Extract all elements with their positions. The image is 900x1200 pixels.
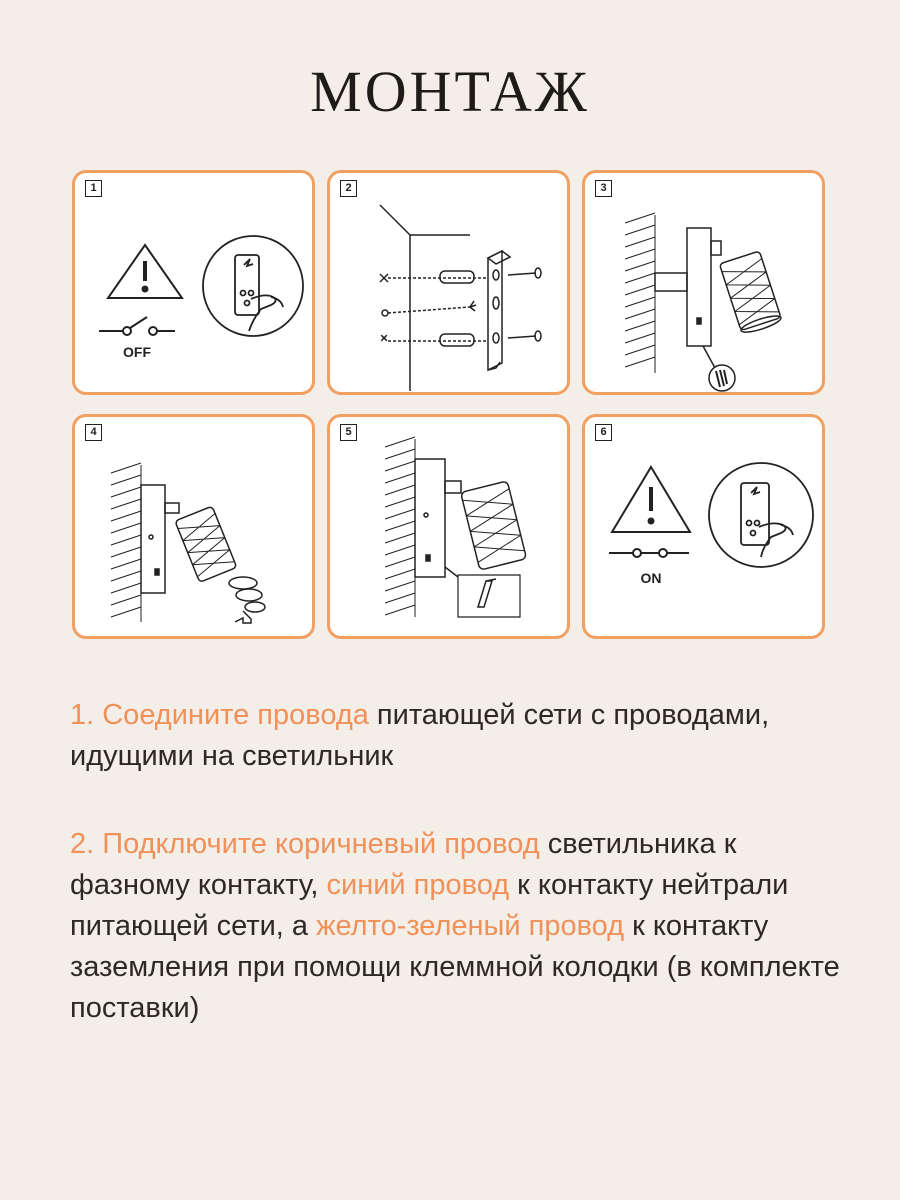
power-off-illustration: OFF bbox=[99, 235, 304, 360]
step-2-highlight-brown: 2. Подключите коричневый провод bbox=[70, 828, 540, 860]
step-1-text: питающей сети с проводами, идущими на св… bbox=[70, 699, 770, 772]
switch-on-label: ON bbox=[641, 570, 662, 586]
step-2-highlight-yellow-green: желто-зеленый провод bbox=[316, 910, 625, 942]
page-title: МОНТАЖ bbox=[310, 59, 590, 124]
screw-icon bbox=[507, 267, 542, 342]
step-2-text-c: к контакту заземления при помощи клеммно… bbox=[70, 910, 840, 1024]
switch-off-label: OFF bbox=[123, 344, 151, 360]
switch-off-icon bbox=[99, 316, 175, 336]
mounting-illustration bbox=[379, 204, 542, 391]
step-panel-2: 2 bbox=[327, 170, 570, 395]
panel-number: 5 bbox=[340, 424, 357, 441]
panel-number: 3 bbox=[595, 180, 612, 197]
step-panel-4: 4 bbox=[72, 414, 315, 639]
cross-mark-icon bbox=[379, 273, 389, 342]
panel-number: 4 bbox=[85, 424, 102, 441]
step-2-highlight-blue: синий провод bbox=[326, 869, 510, 901]
lamp-icon bbox=[460, 481, 527, 570]
wall-hatch bbox=[384, 436, 416, 617]
lamp-assembly-illustration bbox=[110, 462, 266, 624]
wall-hatch bbox=[110, 462, 142, 622]
hand-icon bbox=[708, 462, 814, 568]
dowel-icon bbox=[439, 270, 475, 347]
hand-icon bbox=[202, 235, 304, 337]
step-panel-6: 6 ON bbox=[582, 414, 825, 639]
fixture-mount-illustration bbox=[624, 212, 782, 392]
step-2-text-b: к контакту нейтрали питающей сети, а bbox=[70, 869, 789, 942]
step-panel-5: 5 bbox=[327, 414, 570, 639]
arrow-icon bbox=[234, 610, 252, 624]
panel-number: 6 bbox=[595, 424, 612, 441]
wall-hatch bbox=[624, 212, 656, 373]
wall-plate-icon bbox=[486, 249, 512, 372]
step-2-text-a: светильника к фазному контакту, bbox=[70, 828, 737, 901]
power-on-illustration: ON bbox=[609, 462, 814, 586]
lamp-icon bbox=[175, 506, 237, 582]
instruction-step-2: 2. Подключите коричневый провод светильн… bbox=[70, 824, 850, 1029]
step-1-highlight: 1. Соедините провода bbox=[70, 699, 369, 731]
panel-number: 1 bbox=[85, 180, 102, 197]
warning-triangle-icon bbox=[106, 243, 184, 299]
warning-triangle-icon bbox=[610, 465, 692, 533]
panel-number: 2 bbox=[340, 180, 357, 197]
step-panel-3: 3 bbox=[582, 170, 825, 395]
step-panel-1: 1 OFF bbox=[72, 170, 315, 395]
instruction-step-1: 1. Соедините провода питающей сети с про… bbox=[70, 695, 850, 777]
switch-on-icon bbox=[609, 548, 689, 558]
lamp-icon bbox=[719, 251, 782, 333]
installed-lamp-illustration bbox=[384, 436, 527, 618]
